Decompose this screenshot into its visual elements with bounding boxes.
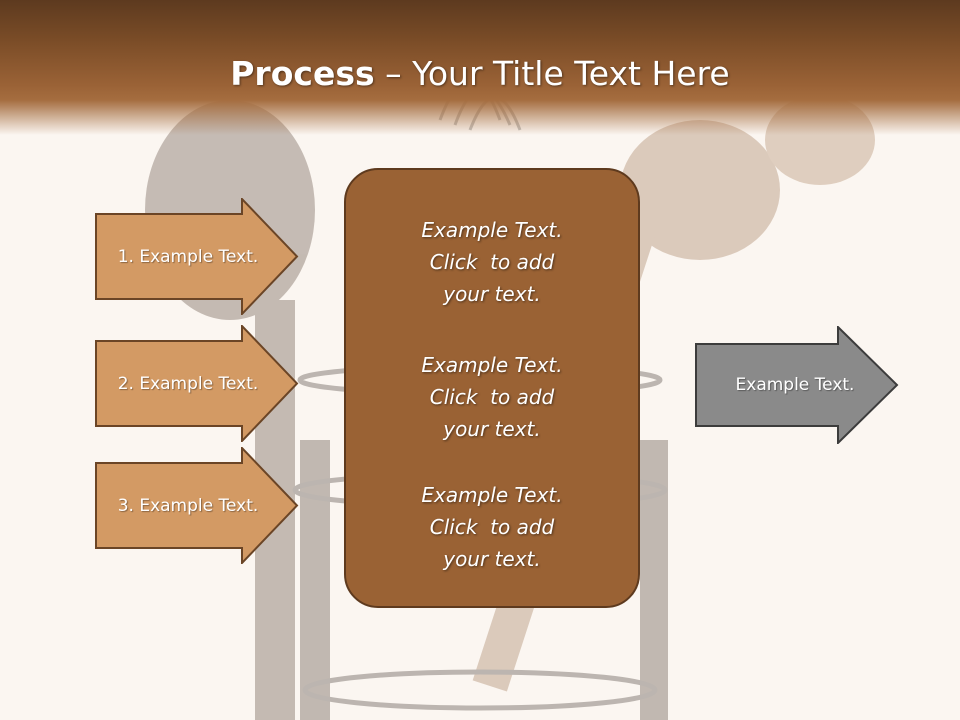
step-arrow-1-shape bbox=[95, 196, 299, 317]
step-arrow-2-shape bbox=[95, 323, 299, 444]
center-text-block-1[interactable]: Example Text. Click to add your text. bbox=[346, 214, 638, 310]
center-block-3-line-2: Click to add bbox=[429, 515, 555, 539]
slide-title[interactable]: Process – Your Title Text Here bbox=[0, 52, 960, 96]
step-arrow-2[interactable]: 2. Example Text. bbox=[95, 323, 299, 444]
center-block-1-line-1: Example Text. bbox=[421, 218, 563, 242]
step-arrow-3[interactable]: 3. Example Text. bbox=[95, 445, 299, 566]
center-block-2-line-1: Example Text. bbox=[421, 353, 563, 377]
center-block-3-line-1: Example Text. bbox=[421, 483, 563, 507]
title-bar bbox=[0, 0, 960, 135]
center-block-2-line-3: your text. bbox=[443, 417, 541, 441]
center-text-block-2[interactable]: Example Text. Click to add your text. bbox=[346, 349, 638, 445]
step-arrow-1-label: 1. Example Text. bbox=[117, 246, 259, 267]
step-arrow-3-shape bbox=[95, 445, 299, 566]
title-rest-part: – Your Title Text Here bbox=[374, 54, 730, 93]
step-arrow-3-label: 3. Example Text. bbox=[117, 495, 259, 516]
center-text-box[interactable]: Example Text. Click to add your text. Ex… bbox=[344, 168, 640, 608]
result-arrow-shape bbox=[695, 324, 899, 446]
center-block-1-line-2: Click to add bbox=[429, 250, 555, 274]
center-block-2-line-2: Click to add bbox=[429, 385, 555, 409]
step-arrow-1[interactable]: 1. Example Text. bbox=[95, 196, 299, 317]
center-block-3-line-3: your text. bbox=[443, 547, 541, 571]
center-block-1-line-3: your text. bbox=[443, 282, 541, 306]
result-arrow[interactable]: Example Text. bbox=[695, 324, 899, 446]
result-arrow-label: Example Text. bbox=[735, 375, 855, 395]
step-arrow-2-label: 2. Example Text. bbox=[117, 373, 259, 394]
center-text-block-3[interactable]: Example Text. Click to add your text. bbox=[346, 479, 638, 575]
title-bold-part: Process bbox=[230, 54, 375, 93]
